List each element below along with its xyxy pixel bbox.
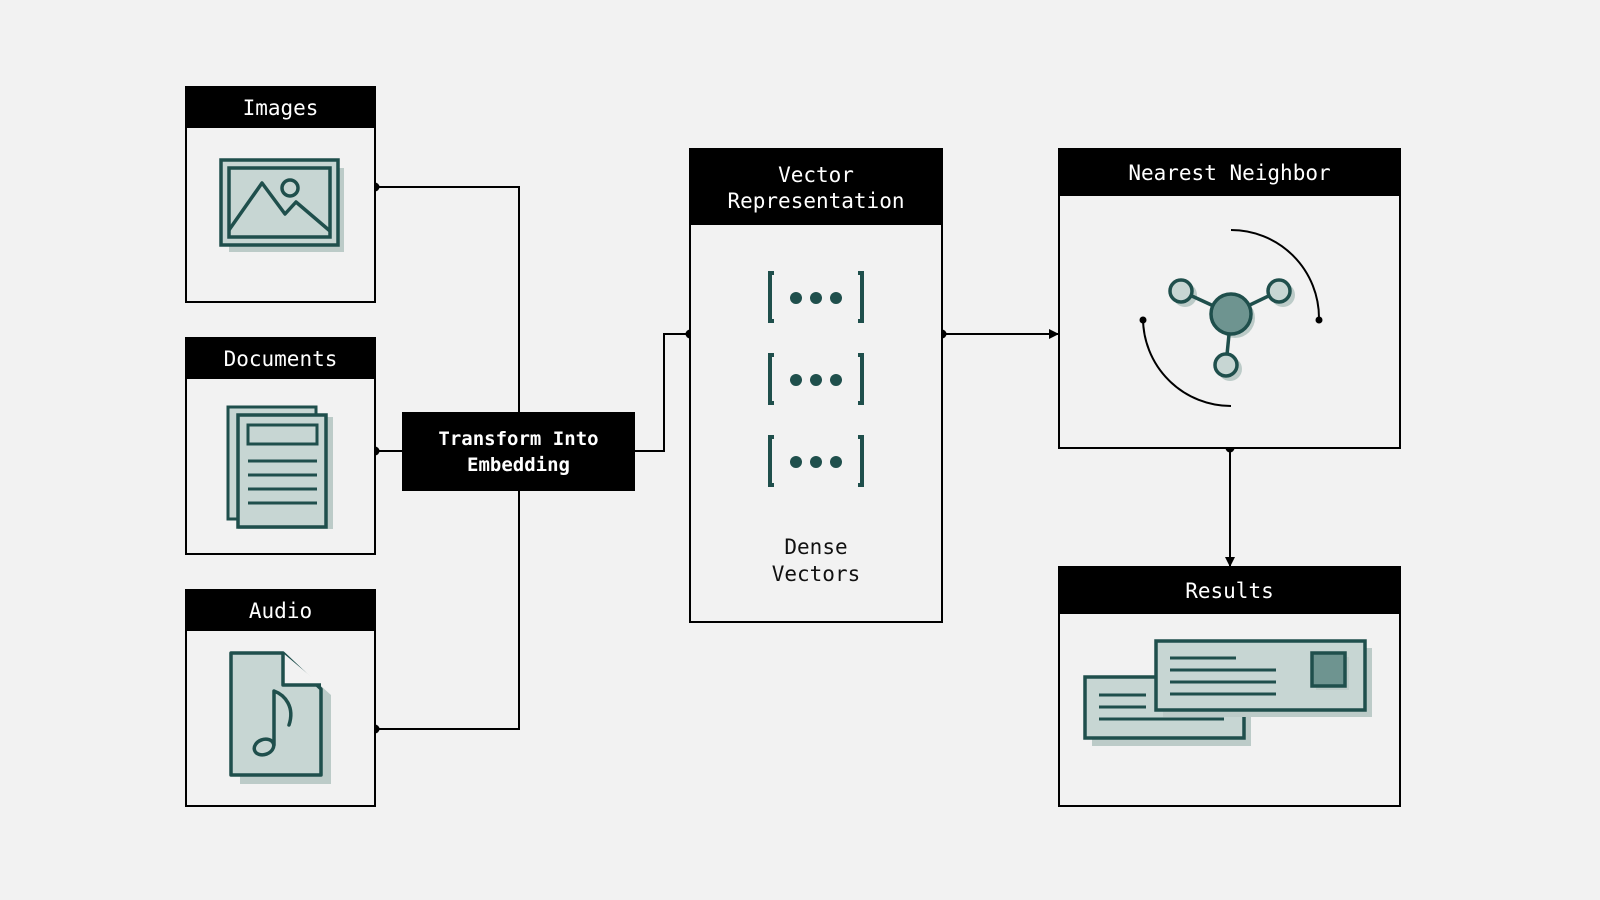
audio-title: Audio [187, 591, 374, 631]
results-node: Results [1058, 566, 1401, 807]
image-icon [219, 158, 344, 252]
connector-images [375, 186, 520, 413]
document-stack-icon [226, 405, 333, 529]
documents-title: Documents [187, 339, 374, 379]
nearest-neighbor-node: Nearest Neighbor [1058, 148, 1401, 449]
vector-bracket-icon [768, 271, 864, 487]
transform-embedding-step: Transform Into Embedding [402, 412, 635, 491]
images-title: Images [187, 88, 374, 128]
nearest-neighbor-graph-icon [1139, 229, 1323, 407]
connector-audio [375, 491, 520, 730]
nearest-neighbor-title: Nearest Neighbor [1060, 150, 1399, 196]
connector-transform-to-vector [635, 333, 690, 452]
images-node: Images [185, 86, 376, 303]
vector-caption: Dense Vectors [771, 535, 861, 586]
audio-file-icon [229, 651, 331, 784]
results-title: Results [1060, 568, 1399, 614]
documents-node: Documents [185, 337, 376, 555]
audio-node: Audio [185, 589, 376, 807]
result-cards-icon [1083, 639, 1372, 746]
vector-title: Vector Representation [691, 150, 941, 225]
vector-representation-node: Vector Representation Dense Vectors [689, 148, 943, 623]
